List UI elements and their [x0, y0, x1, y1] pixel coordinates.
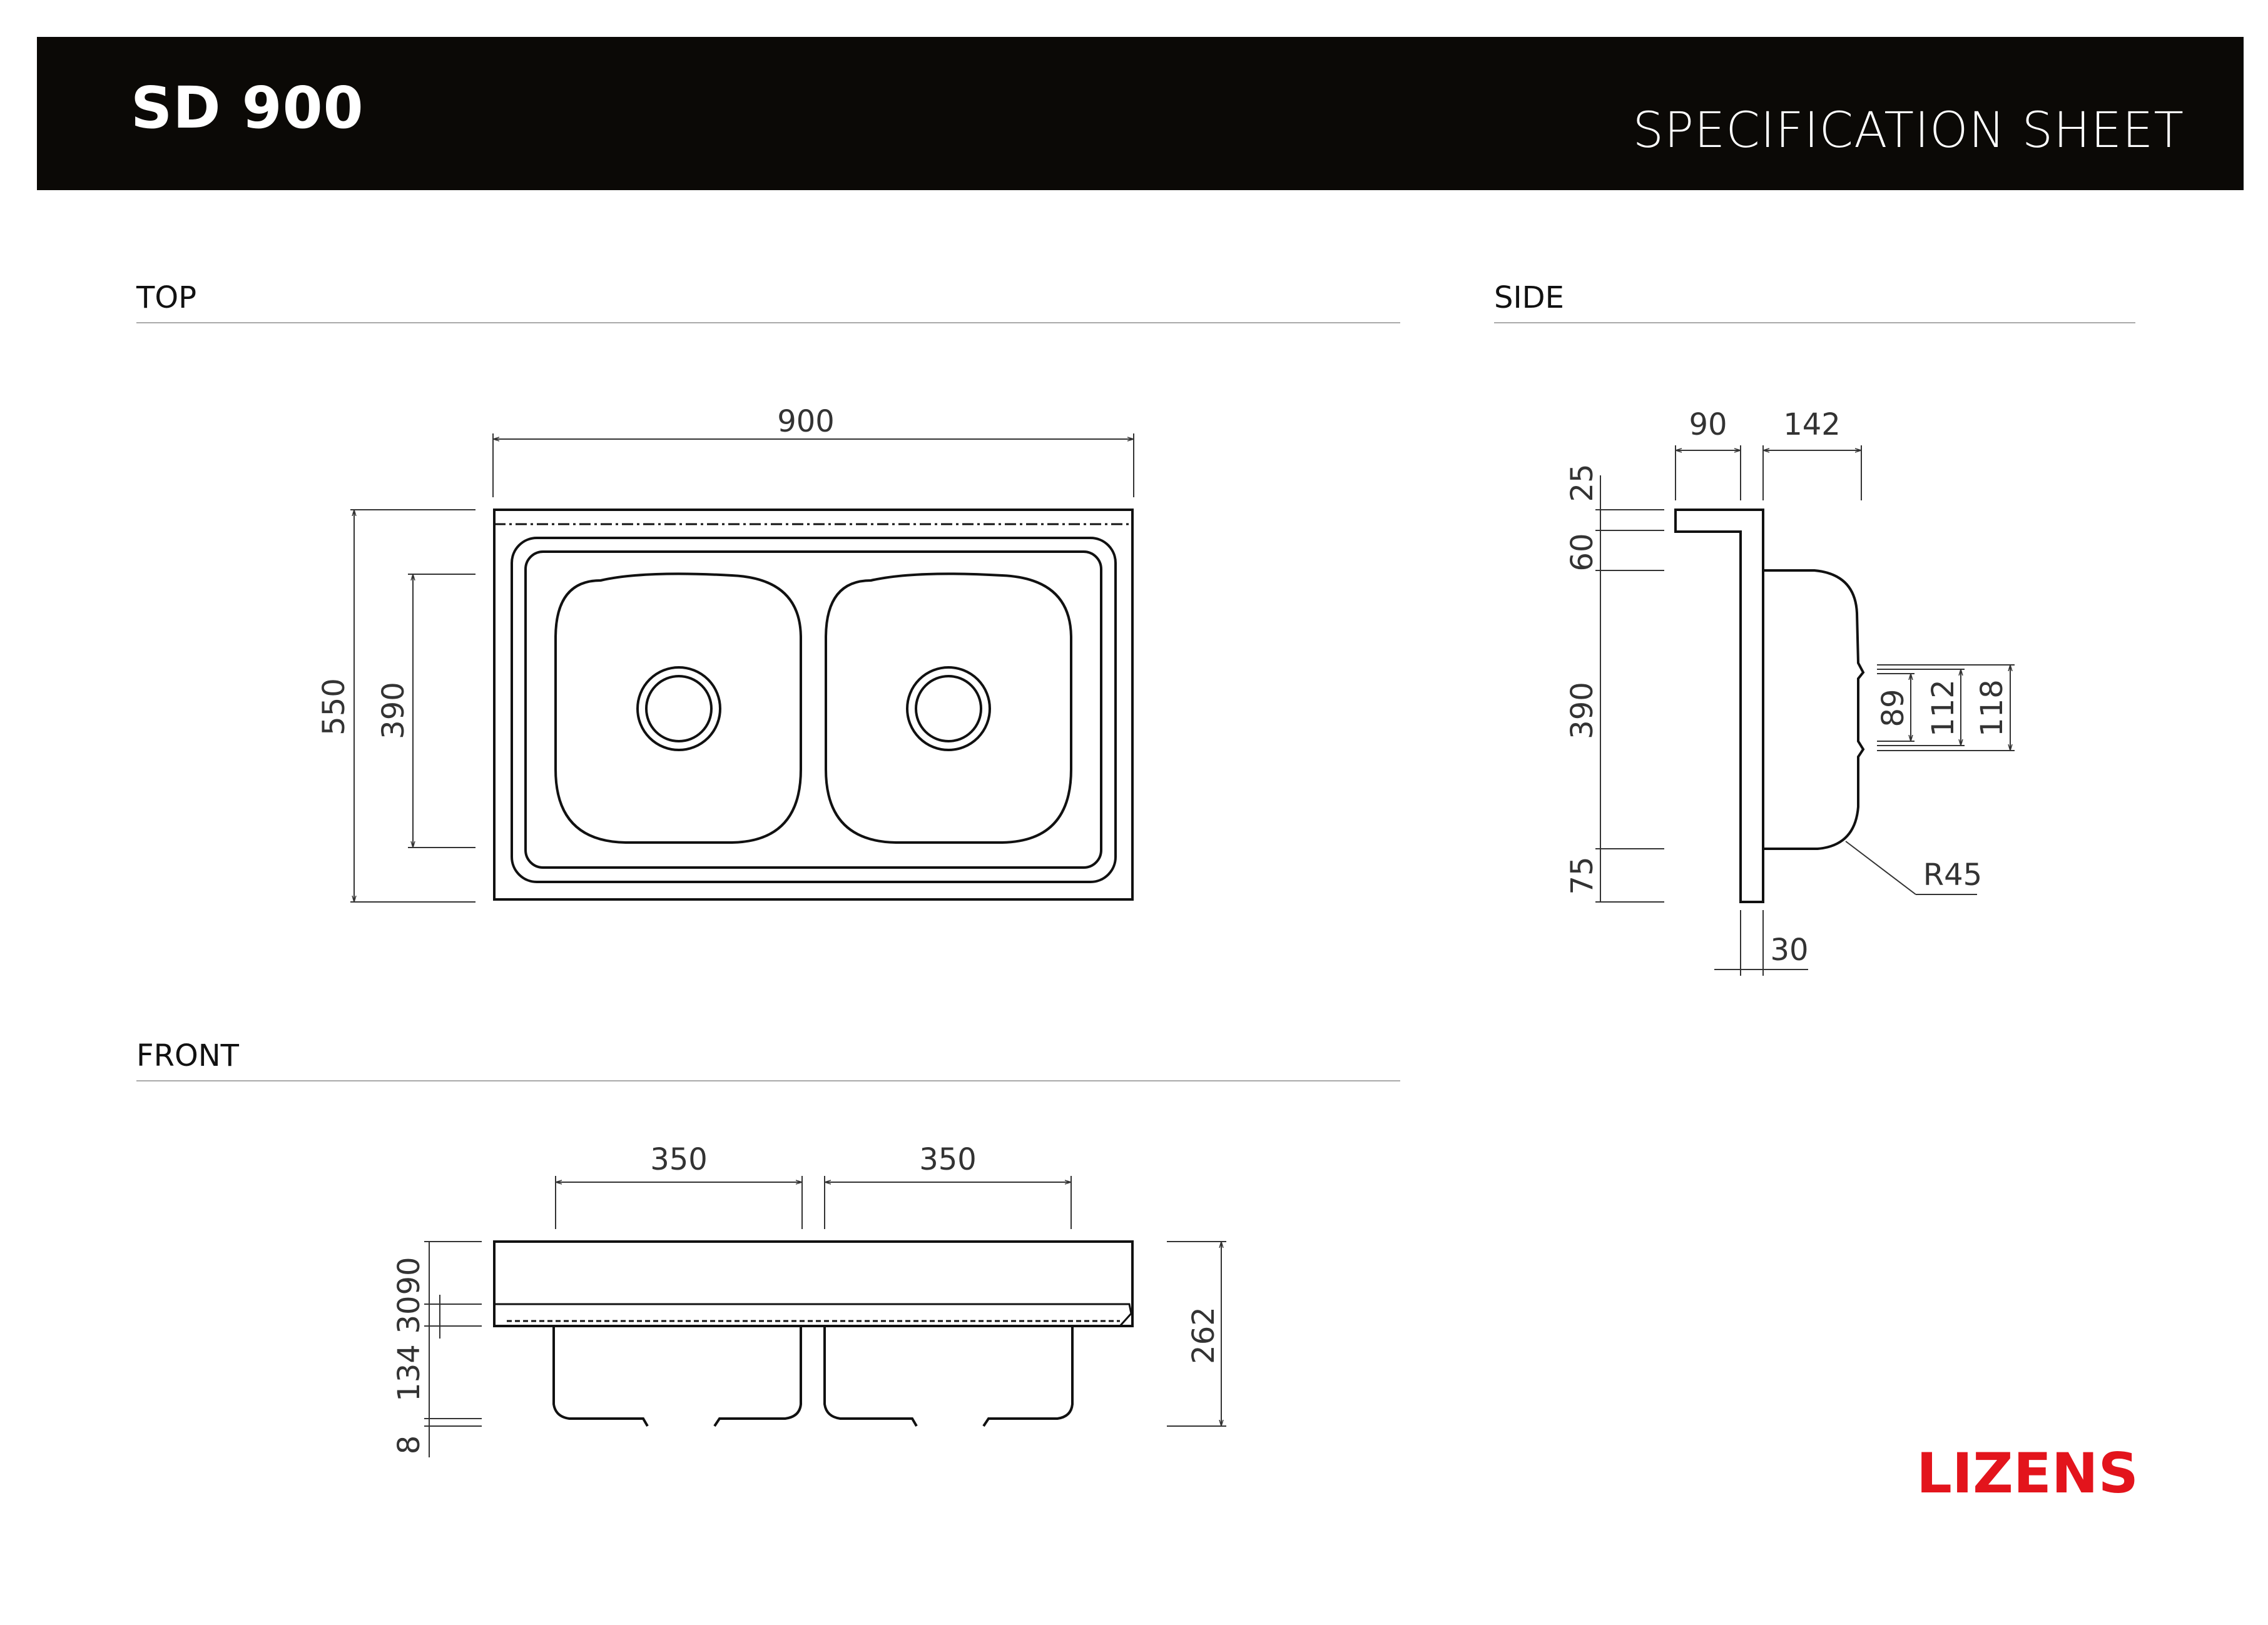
header-bar: SD 900 SPECIFICATION SHEET: [37, 37, 2244, 190]
side-profile: [1674, 509, 1764, 903]
left-bowl: [554, 572, 802, 844]
top-drainer-inner: [524, 550, 1102, 869]
side-view: [1674, 509, 1865, 903]
dim-front-350-right: 350: [919, 1142, 977, 1177]
sheet-title: SPECIFICATION SHEET: [1632, 103, 2184, 159]
dim-side-90: 90: [1689, 407, 1727, 442]
front-left-bowl: [552, 1326, 802, 1427]
front-dimensions: 350 350 90 30 134 8 262: [392, 1142, 1226, 1457]
dim-side-r45: R45: [1923, 858, 1982, 893]
dim-front-134: 134: [392, 1344, 427, 1402]
dim-side-390: 390: [1565, 682, 1600, 739]
dim-side-89: 89: [1876, 689, 1911, 727]
dim-front-262: 262: [1186, 1307, 1221, 1364]
dim-top-390: 390: [376, 682, 411, 739]
dim-side-75: 75: [1565, 856, 1600, 894]
model-name: SD 900: [131, 74, 364, 141]
right-drain-inner: [915, 675, 982, 742]
dim-side-30: 30: [1770, 933, 1808, 968]
section-label-front: FRONT: [136, 1038, 239, 1073]
right-drain-outer: [906, 666, 991, 751]
dim-side-142: 142: [1783, 407, 1841, 442]
section-label-side: SIDE: [1494, 280, 1564, 315]
top-dimensions: 900 550 390: [317, 404, 1134, 903]
front-right-bowl: [823, 1326, 1074, 1427]
section-rule-front: [136, 1080, 1400, 1081]
front-worktop: [493, 1240, 1134, 1327]
top-drainer-outer: [511, 537, 1117, 883]
logo-text: LIZENS: [1916, 1444, 2138, 1500]
dim-top-900: 900: [777, 404, 835, 439]
left-drain-outer: [636, 666, 721, 751]
dim-front-30: 30: [392, 1295, 427, 1334]
right-bowl: [825, 572, 1072, 844]
top-outer-rim: [493, 509, 1134, 901]
left-drain-inner: [645, 675, 713, 742]
dim-top-550: 550: [317, 678, 352, 736]
section-rule-top: [136, 322, 1400, 323]
side-dimensions: 90 142 25 60 390 75 89 112 118 R45 30: [1565, 407, 2015, 976]
section-label-top: TOP: [136, 280, 197, 315]
front-view: [493, 1240, 1134, 1427]
dim-front-90: 90: [392, 1257, 427, 1295]
section-rule-side: [1494, 322, 2135, 323]
dim-side-112: 112: [1926, 679, 1961, 737]
top-view: [493, 509, 1134, 901]
dim-side-118: 118: [1975, 679, 2010, 737]
dim-side-25: 25: [1565, 463, 1600, 502]
lizens-logo: LIZENS: [1916, 1444, 2138, 1500]
dim-side-60: 60: [1565, 533, 1600, 571]
side-bowl-profile: [1763, 569, 1865, 850]
dim-front-350-left: 350: [650, 1142, 708, 1177]
dim-front-8: 8: [392, 1435, 427, 1455]
